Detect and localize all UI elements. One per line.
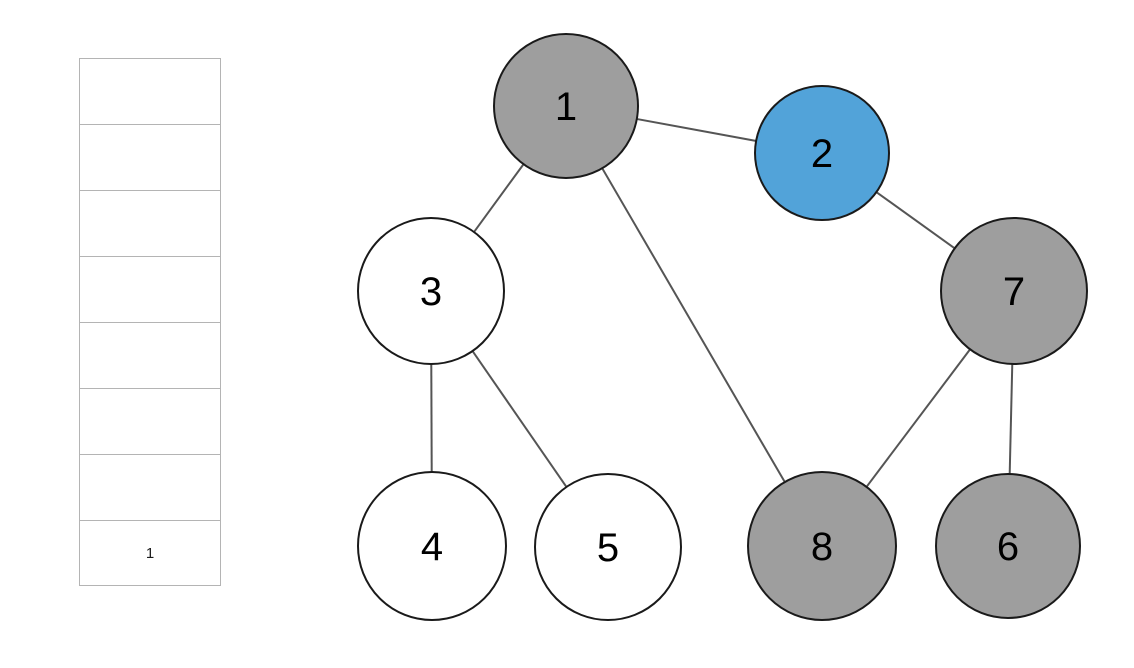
graph-node-label: 1 bbox=[555, 85, 577, 129]
stack-cell[interactable] bbox=[79, 388, 221, 454]
graph-node[interactable]: 8 bbox=[747, 471, 897, 621]
graph-node[interactable]: 2 bbox=[754, 85, 890, 221]
graph-node[interactable]: 3 bbox=[357, 217, 505, 365]
graph-node-circle[interactable] bbox=[754, 85, 890, 221]
graph-node-circle[interactable] bbox=[534, 473, 682, 621]
stack-cell[interactable]: 1 bbox=[79, 520, 221, 586]
graph-edges bbox=[430, 117, 1014, 489]
graph-edge bbox=[471, 349, 568, 489]
graph-edge bbox=[865, 347, 972, 489]
graph-edge bbox=[875, 190, 957, 250]
graph-edge bbox=[600, 166, 787, 484]
graph-node-label: 6 bbox=[997, 525, 1019, 569]
graph-node-circle[interactable] bbox=[493, 33, 639, 179]
stack-cell[interactable] bbox=[79, 124, 221, 190]
graph-node[interactable]: 6 bbox=[935, 473, 1081, 619]
graph-node[interactable]: 5 bbox=[534, 473, 682, 621]
graph-edge bbox=[635, 117, 758, 143]
graph-node[interactable]: 1 bbox=[493, 33, 639, 179]
graph-edge bbox=[472, 162, 525, 234]
graph-node-circle[interactable] bbox=[357, 217, 505, 365]
graph-node-label: 8 bbox=[811, 525, 833, 569]
graph-node-circle[interactable] bbox=[940, 217, 1088, 365]
graph-nodes: 1 2 3 7 4 5 8 6 bbox=[357, 33, 1088, 621]
graph-node-label: 4 bbox=[421, 525, 443, 569]
stack-panel: 1 bbox=[79, 58, 221, 586]
graph-node-circle[interactable] bbox=[747, 471, 897, 621]
stack-cell-value: 1 bbox=[145, 544, 155, 562]
graph-node[interactable]: 7 bbox=[940, 217, 1088, 365]
graph-node-label: 7 bbox=[1003, 270, 1025, 314]
graph-node-label: 3 bbox=[420, 270, 442, 314]
graph-node-label: 5 bbox=[597, 526, 619, 570]
stack-cell[interactable] bbox=[79, 58, 221, 124]
stack-cell[interactable] bbox=[79, 256, 221, 322]
stack-cell[interactable] bbox=[79, 322, 221, 388]
stack-cell[interactable] bbox=[79, 190, 221, 256]
graph-node-circle[interactable] bbox=[357, 471, 507, 621]
stack-cell[interactable] bbox=[79, 454, 221, 520]
graph-node-circle[interactable] bbox=[935, 473, 1081, 619]
graph-node[interactable]: 4 bbox=[357, 471, 507, 621]
graph-node-label: 2 bbox=[811, 132, 833, 176]
graph-edge bbox=[1008, 362, 1014, 476]
